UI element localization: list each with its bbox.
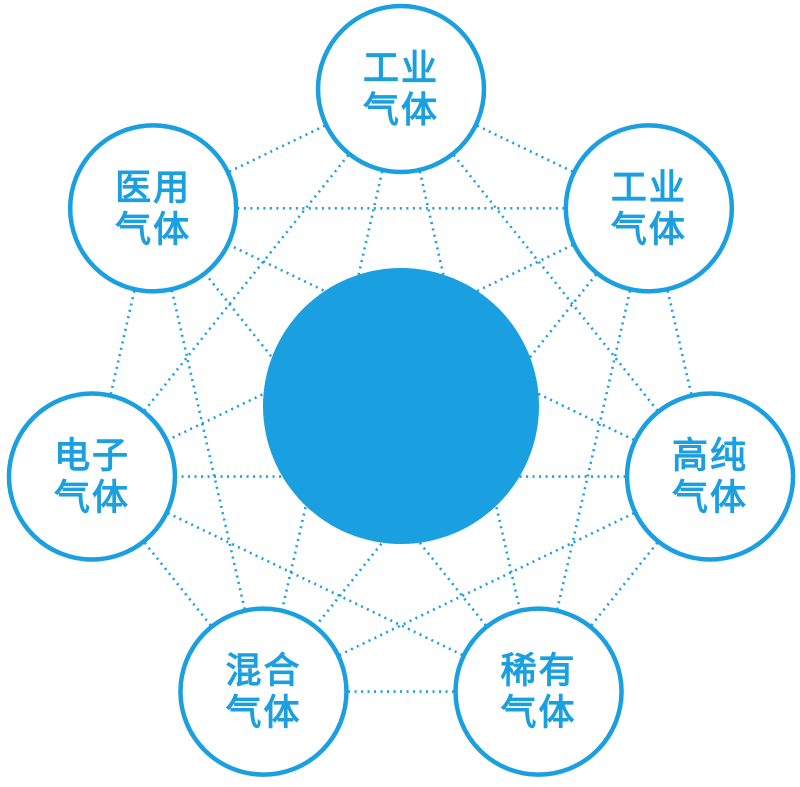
node-top-right: 工业气体 xyxy=(563,123,735,294)
node-label-top: 工业气体 xyxy=(363,48,439,131)
edge-bottom-right-top-left xyxy=(152,207,540,693)
edge-top-bottom-right xyxy=(399,88,540,692)
node-bottom-left: 混合气体 xyxy=(178,606,349,777)
edge-top-right-bottom-left xyxy=(262,207,650,693)
node-label-right: 高纯气体 xyxy=(672,436,748,519)
node-label-left: 电子气体 xyxy=(54,436,130,519)
node-circle-bottom-right xyxy=(453,606,624,777)
node-left: 电子气体 xyxy=(6,391,178,562)
edge-top-right xyxy=(399,88,712,478)
edge-top-left xyxy=(90,88,403,478)
node-bottom-right: 稀有气体 xyxy=(453,606,624,777)
node-circle-right xyxy=(624,391,796,562)
edge-right-top-left xyxy=(152,207,711,478)
node-label-top-right: 工业气体 xyxy=(611,167,687,250)
edge-bottom-left-top-left xyxy=(151,208,265,692)
hub-circle xyxy=(263,268,539,544)
edge-top-bottom-left xyxy=(262,88,403,692)
node-circle-top xyxy=(315,3,487,175)
node-label-top-left: 医用气体 xyxy=(115,167,191,250)
edge-bottom-right-left xyxy=(91,475,540,693)
node-top-left: 医用气体 xyxy=(67,123,239,294)
edge-right-bottom-left xyxy=(262,475,711,693)
node-label-bottom-left: 混合气体 xyxy=(225,651,301,734)
node-circle-left xyxy=(6,391,178,562)
node-circle-top-left xyxy=(67,123,239,294)
node-top: 工业气体 xyxy=(315,3,487,175)
node-circle-top-right xyxy=(563,123,735,294)
node-circle-bottom-left xyxy=(178,606,349,777)
edge-top-right-bottom-right xyxy=(537,208,651,692)
node-right: 高纯气体 xyxy=(624,391,796,562)
node-label-bottom-right: 稀有气体 xyxy=(501,651,577,734)
edge-top-right-left xyxy=(91,207,650,478)
